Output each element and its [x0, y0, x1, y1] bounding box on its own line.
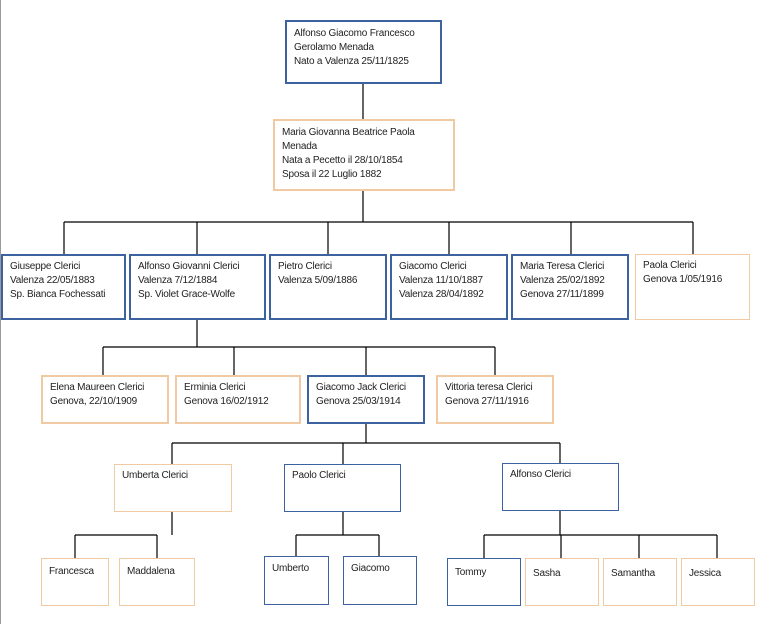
person-gen5-2: Maddalena	[119, 558, 195, 606]
person-birth: Nato a Valenza 25/11/1825	[294, 56, 409, 67]
person-gen2-4: Giacomo Clerici Valenza 11/10/1887 Valen…	[390, 254, 508, 320]
person-name: Paola Clerici	[643, 260, 697, 271]
person-name-line-1: Alfonso Giacomo Francesco	[294, 28, 415, 39]
person-gen5-7: Samantha	[603, 558, 677, 606]
person-gen3-2: Erminia Clerici Genova 16/02/1912	[175, 375, 301, 424]
person-name: Sasha	[533, 568, 561, 579]
person-name: Francesca	[49, 566, 94, 577]
person-birth: Valenza 5/09/1886	[278, 275, 358, 286]
person-name: Giacomo	[351, 563, 390, 574]
person-birth: Genova 1/05/1916	[643, 274, 723, 285]
person-gen5-4: Giacomo	[343, 556, 417, 605]
person-birth: Genova 27/11/1916	[445, 396, 529, 407]
person-gen3-3: Giacomo Jack Clerici Genova 25/03/1914	[307, 375, 425, 424]
person-name: Umberta Clerici	[122, 470, 188, 481]
person-gen4-1: Umberta Clerici	[114, 464, 232, 512]
person-spouse: Sp. Violet Grace-Wolfe	[138, 289, 235, 300]
person-name: Tommy	[455, 567, 487, 578]
person-death: Genova 27/11/1899	[520, 289, 604, 300]
person-gen5-5: Tommy	[447, 558, 521, 606]
person-gen4-2: Paolo Clerici	[284, 464, 401, 512]
person-name: Jessica	[689, 568, 721, 579]
person-name: Pietro Clerici	[278, 261, 332, 272]
person-name: Giacomo Clerici	[399, 261, 467, 272]
person-birth: Genova 16/02/1912	[184, 396, 269, 407]
person-name: Alfonso Clerici	[510, 469, 571, 480]
person-gen4-3: Alfonso Clerici	[502, 463, 619, 511]
person-name-line-2: Menada	[282, 141, 317, 152]
person-birth: Nata a Pecetto il 28/10/1854	[282, 155, 403, 166]
person-name: Maddalena	[127, 566, 175, 577]
person-gen2-2: Alfonso Giovanni Clerici Valenza 7/12/18…	[129, 254, 266, 320]
person-birth: Valenza 22/05/1883	[10, 275, 95, 286]
person-name: Giuseppe Clerici	[10, 261, 81, 272]
page-left-border	[0, 0, 1, 624]
person-gen5-1: Francesca	[41, 558, 109, 606]
person-gen5-8: Jessica	[681, 558, 755, 606]
person-gen5-6: Sasha	[525, 558, 599, 606]
person-birth: Genova, 22/10/1909	[50, 396, 138, 407]
person-name: Paolo Clerici	[292, 470, 346, 481]
person-gen2-1: Giuseppe Clerici Valenza 22/05/1883 Sp. …	[1, 254, 126, 320]
person-name: Samantha	[611, 568, 655, 579]
person-gen3-4: Vittoria teresa Clerici Genova 27/11/191…	[436, 375, 554, 424]
person-gen1: Maria Giovanna Beatrice Paola Menada Nat…	[273, 119, 455, 191]
person-death: Valenza 28/04/1892	[399, 289, 484, 300]
person-gen5-3: Umberto	[264, 556, 329, 605]
person-name: Umberto	[272, 563, 309, 574]
person-name: Elena Maureen Clerici	[50, 382, 145, 393]
person-spouse: Sp. Bianca Fochessati	[10, 289, 106, 300]
person-name: Erminia Clerici	[184, 382, 246, 393]
person-name: Vittoria teresa Clerici	[445, 382, 533, 393]
person-gen2-6: Paola Clerici Genova 1/05/1916	[635, 254, 750, 320]
person-name-line-2: Gerolamo Menada	[294, 42, 374, 53]
person-name: Giacomo Jack Clerici	[316, 382, 406, 393]
person-birth: Genova 25/03/1914	[316, 396, 401, 407]
person-marriage: Sposa il 22 Luglio 1882	[282, 169, 382, 180]
person-gen2-5: Maria Teresa Clerici Valenza 25/02/1892 …	[511, 254, 629, 320]
person-name: Maria Teresa Clerici	[520, 261, 605, 272]
person-gen2-3: Pietro Clerici Valenza 5/09/1886	[269, 254, 387, 320]
person-name: Alfonso Giovanni Clerici	[138, 261, 240, 272]
person-root: Alfonso Giacomo Francesco Gerolamo Menad…	[285, 20, 442, 84]
person-birth: Valenza 11/10/1887	[399, 275, 483, 286]
person-birth: Valenza 25/02/1892	[520, 275, 605, 286]
person-birth: Valenza 7/12/1884	[138, 275, 218, 286]
person-gen3-1: Elena Maureen Clerici Genova, 22/10/1909	[41, 375, 169, 424]
person-name-line-1: Maria Giovanna Beatrice Paola	[282, 127, 415, 138]
